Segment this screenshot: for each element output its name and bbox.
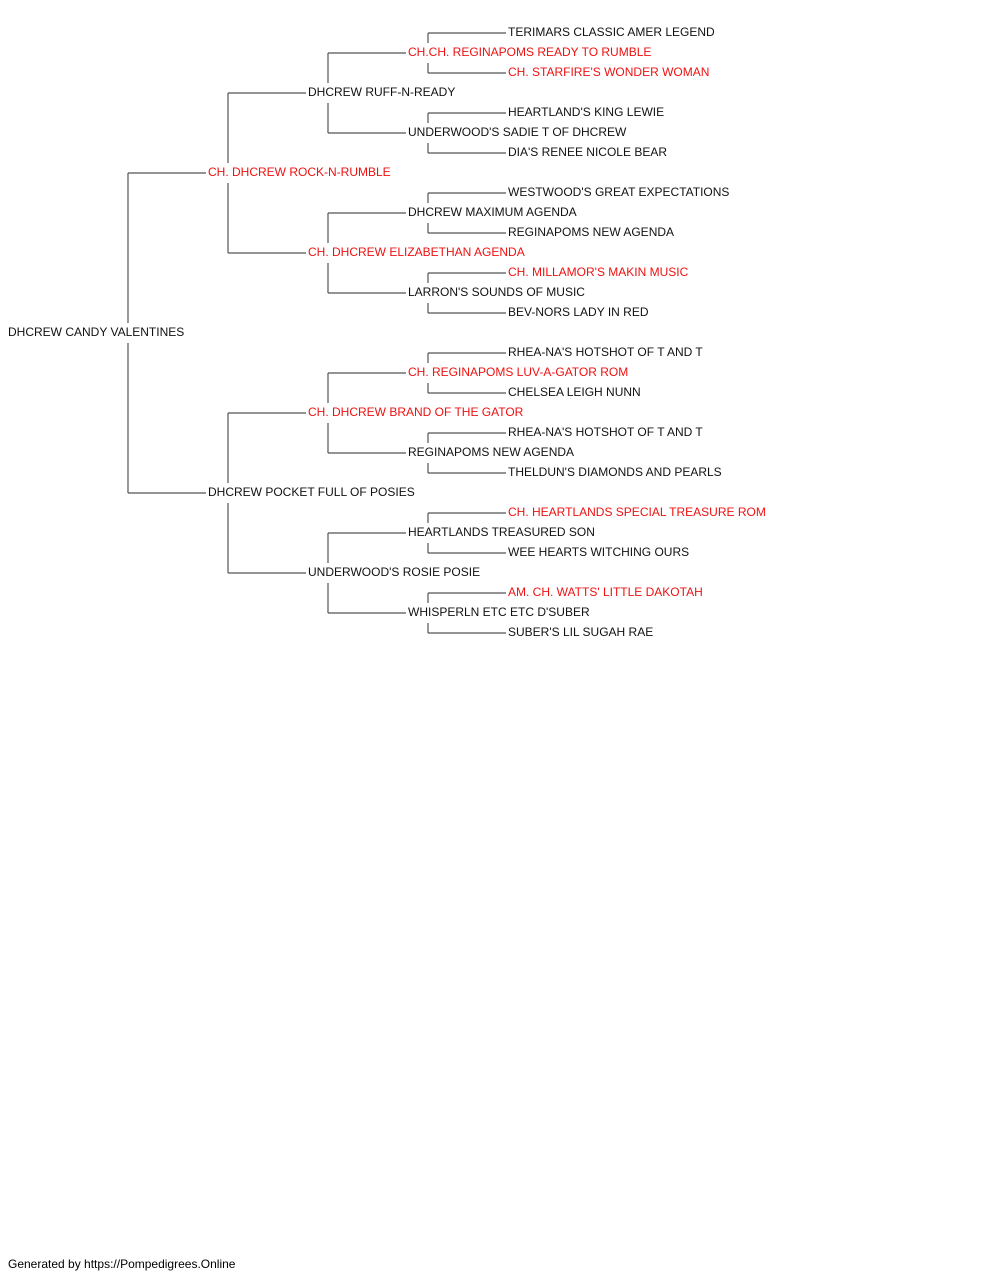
ancestor-root-s-s-s-s: TERIMARS CLASSIC AMER LEGEND (508, 25, 715, 39)
ancestor-root-d-s: CH. DHCREW BRAND OF THE GATOR (308, 405, 524, 419)
ancestor-root-d-s-d: REGINAPOMS NEW AGENDA (408, 445, 574, 459)
ancestor-root-s-s-d: UNDERWOOD'S SADIE T OF DHCREW (408, 125, 627, 139)
ancestor-root-d-d-s-s: CH. HEARTLANDS SPECIAL TREASURE ROM (508, 505, 766, 519)
ancestor-root-d-s-s: CH. REGINAPOMS LUV-A-GATOR ROM (408, 365, 628, 379)
ancestor-root-s-d-s: DHCREW MAXIMUM AGENDA (408, 205, 577, 219)
ancestor-root-d-s-s-d: CHELSEA LEIGH NUNN (508, 385, 641, 399)
ancestor-root-d-s-d-d: THELDUN'S DIAMONDS AND PEARLS (508, 465, 722, 479)
ancestor-root-s-s-s-d: CH. STARFIRE'S WONDER WOMAN (508, 65, 709, 79)
ancestor-root-s-s: DHCREW RUFF-N-READY (308, 85, 455, 99)
ancestor-root-s-d: CH. DHCREW ELIZABETHAN AGENDA (308, 245, 525, 259)
ancestor-root-d-d-d: WHISPERLN ETC ETC D'SUBER (408, 605, 590, 619)
ancestor-root-s-d-s-d: REGINAPOMS NEW AGENDA (508, 225, 674, 239)
connector-lines (127, 32, 506, 634)
ancestor-root-s-d-d-s: CH. MILLAMOR'S MAKIN MUSIC (508, 265, 689, 279)
ancestor-root-d-d-d-d: SUBER'S LIL SUGAH RAE (508, 625, 653, 639)
ancestor-root-s: CH. DHCREW ROCK-N-RUMBLE (208, 165, 391, 179)
ancestor-root-d-d: UNDERWOOD'S ROSIE POSIE (308, 565, 480, 579)
ancestor-root: DHCREW CANDY VALENTINES (8, 325, 184, 339)
ancestor-root-d-s-s-s: RHEA-NA'S HOTSHOT OF T AND T (508, 345, 703, 359)
ancestor-root-s-s-d-d: DIA'S RENEE NICOLE BEAR (508, 145, 667, 159)
ancestor-labels: DHCREW CANDY VALENTINES CH. DHCREW ROCK-N… (8, 25, 766, 639)
ancestor-root-d-s-d-s: RHEA-NA'S HOTSHOT OF T AND T (508, 425, 703, 439)
ancestor-root-s-d-d: LARRON'S SOUNDS OF MUSIC (408, 285, 585, 299)
generated-by-footer: Generated by https://Pompedigrees.Online (8, 1257, 236, 1271)
ancestor-root-s-s-s: CH.CH. REGINAPOMS READY TO RUMBLE (408, 45, 651, 59)
ancestor-root-d-d-s-d: WEE HEARTS WITCHING OURS (508, 545, 689, 559)
ancestor-root-s-d-s-s: WESTWOOD'S GREAT EXPECTATIONS (508, 185, 729, 199)
ancestor-root-s-s-d-s: HEARTLAND'S KING LEWIE (508, 105, 664, 119)
ancestor-root-s-d-d-d: BEV-NORS LADY IN RED (508, 305, 649, 319)
ancestor-root-d-d-d-s: AM. CH. WATTS' LITTLE DAKOTAH (508, 585, 703, 599)
ancestor-root-d: DHCREW POCKET FULL OF POSIES (208, 485, 415, 499)
ancestor-root-d-d-s: HEARTLANDS TREASURED SON (408, 525, 595, 539)
